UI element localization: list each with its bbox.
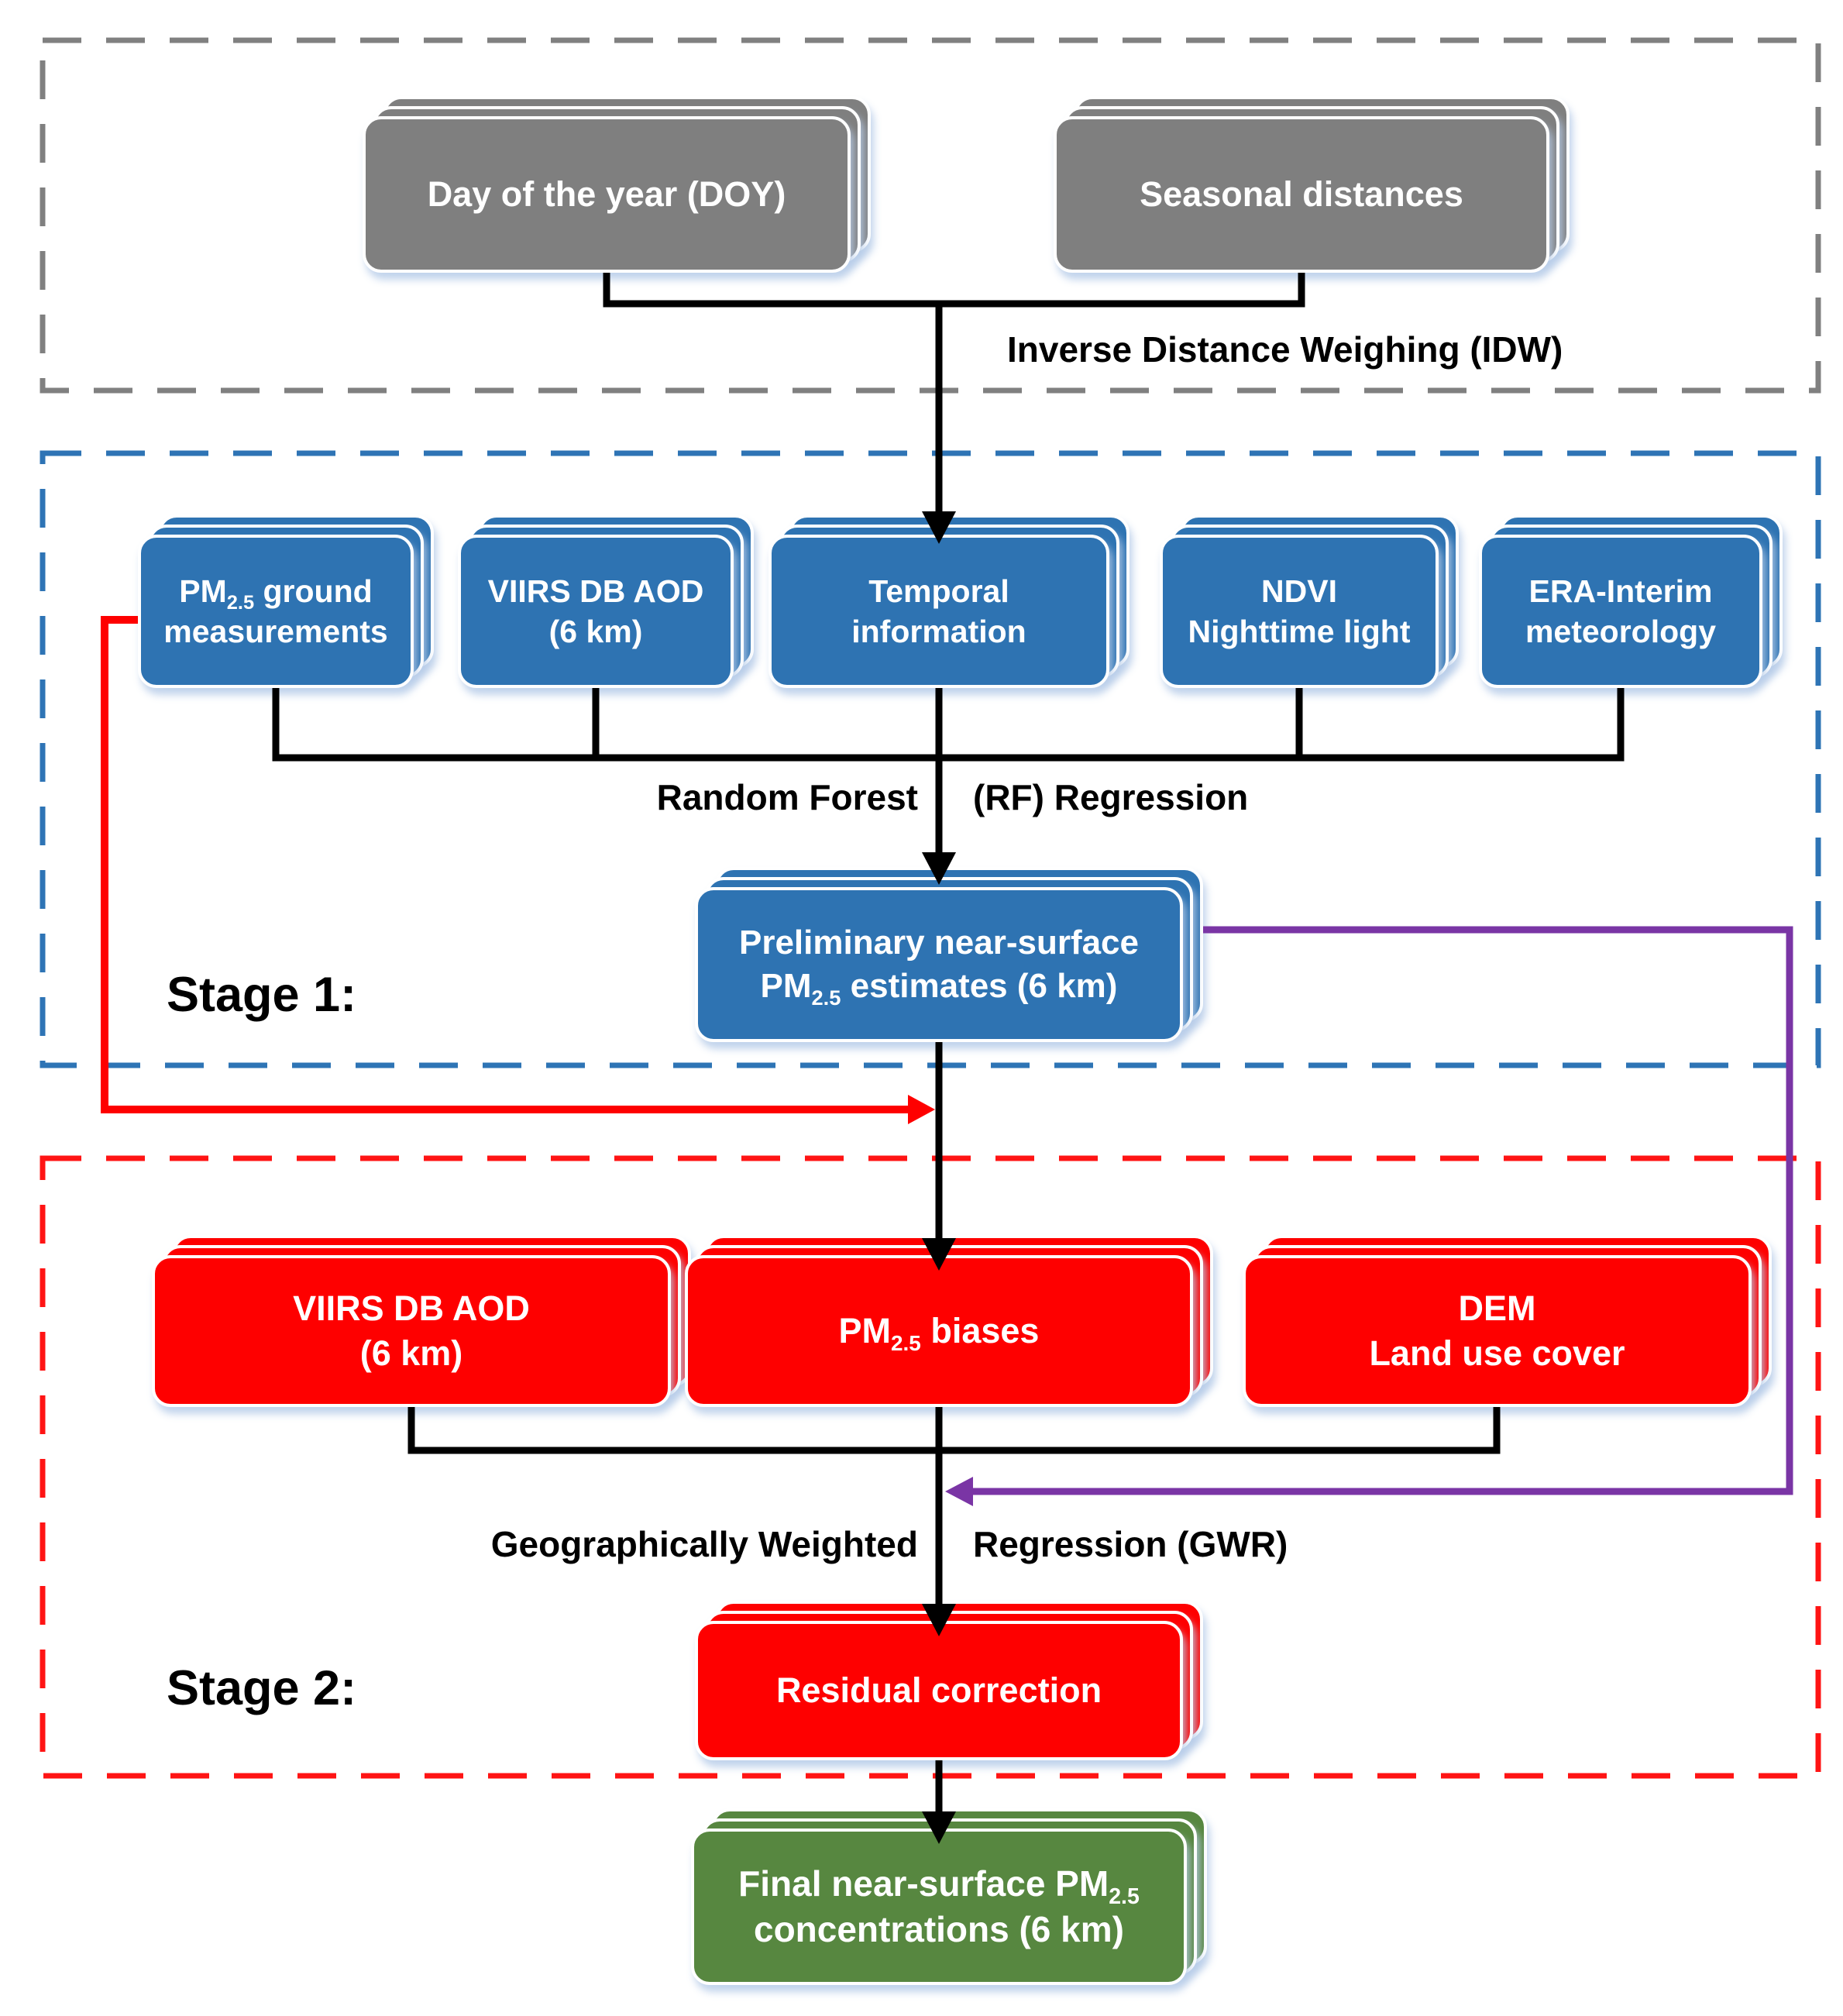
label-idw: Inverse Distance Weighing (IDW) [1007,329,1563,370]
prelim-feedback-arrowhead [945,1477,973,1506]
box-residual-correction: Residual correction [695,1601,1203,1760]
label-gwr-right: Regression (GWR) [973,1524,1288,1564]
label-gwr-left: Geographically Weighted [490,1524,918,1564]
box-day-of-year: Day of the year (DOY) [363,96,871,273]
top-connector-line [603,273,1305,511]
stack-front-layer: PM2.5 biases [685,1255,1193,1407]
label-rf-left: Random Forest [656,777,918,817]
box-viirs-db-aod-stage2: VIIRS DB AOD(6 km) [152,1235,691,1407]
box-pm25-biases: PM2.5 biases [685,1235,1213,1407]
stack-front-layer: VIIRS DB AOD(6 km) [152,1255,671,1407]
box-label: Residual correction [775,1670,1102,1711]
label-stage1: Stage 1: [167,968,357,1022]
stage2-collector-line [407,1407,1501,1454]
stack-front-layer: Day of the year (DOY) [363,116,851,273]
stack-front-layer: VIIRS DB AOD(6 km) [458,535,734,688]
stage1-collector-line [272,688,1625,762]
stack-front-layer: Seasonal distances [1054,116,1549,273]
box-label: PM2.5 biases [838,1311,1040,1356]
label-stage2: Stage 2: [167,1661,357,1715]
box-viirs-db-aod-stage1: VIIRS DB AOD(6 km) [458,514,754,688]
box-label: Seasonal distances [1140,174,1463,215]
pm-ground-feedback-arrowhead [908,1095,935,1124]
box-seasonal-distances: Seasonal distances [1054,96,1570,273]
box-label: VIIRS DB AOD(6 km) [487,573,704,649]
box-label: VIIRS DB AOD(6 km) [293,1288,530,1373]
label-rf-right: (RF) Regression [973,777,1249,817]
box-label: Day of the year (DOY) [427,174,786,215]
stack-front-layer: Residual correction [695,1621,1183,1760]
